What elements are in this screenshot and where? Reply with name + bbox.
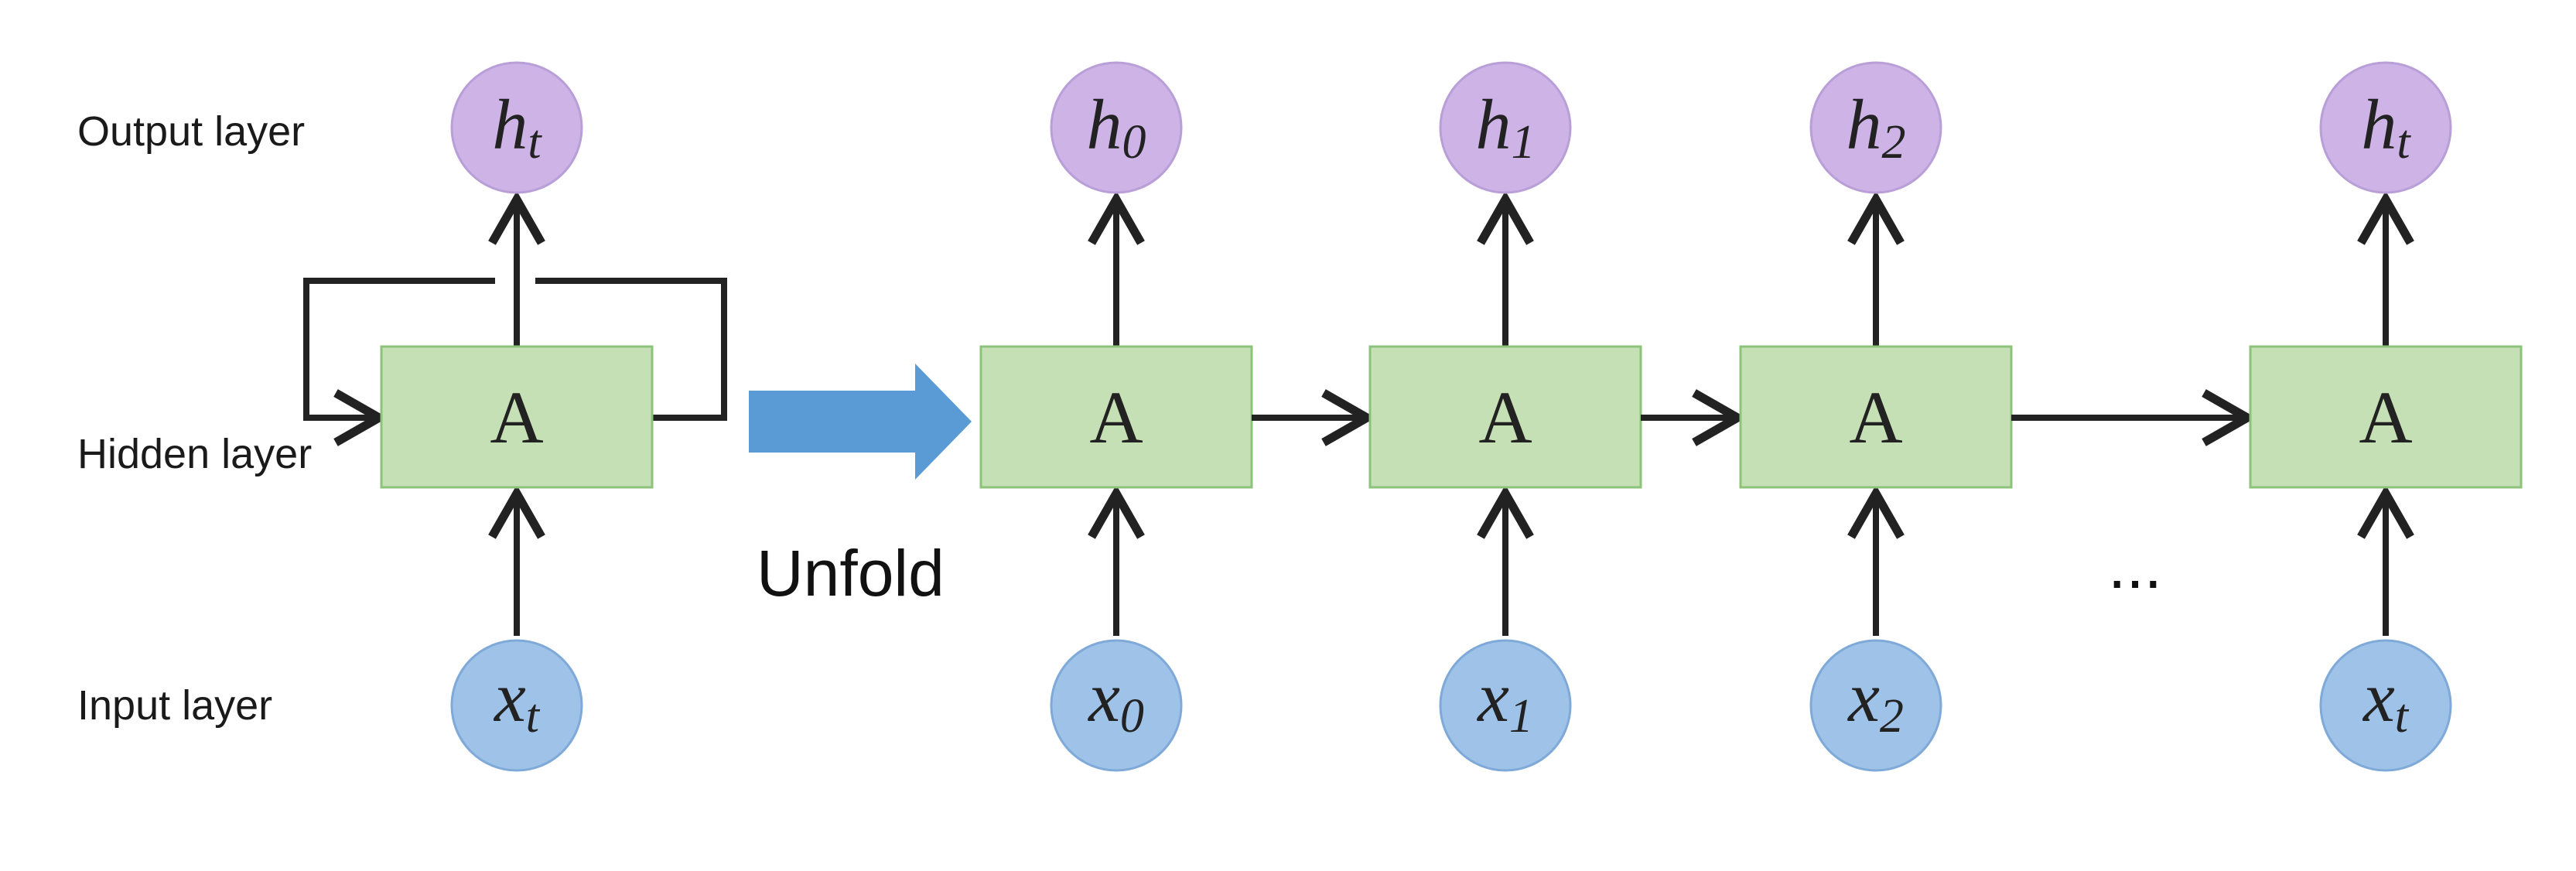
- folded-box-label: A: [490, 376, 543, 459]
- input-node-label: xt: [2362, 658, 2410, 743]
- input-node-label: x1: [1476, 658, 1533, 743]
- input-node: [1050, 639, 1183, 772]
- folded-rnn: A ht xt: [303, 61, 727, 772]
- output-node: [2319, 61, 2452, 194]
- folded-hidden-box: [380, 345, 654, 489]
- input-node: [1809, 639, 1942, 772]
- box-label: A: [1849, 376, 1902, 459]
- output-node: [1050, 61, 1183, 194]
- unfold-arrow-icon: [749, 364, 972, 480]
- hidden-box: [979, 345, 1253, 489]
- input-node: [2319, 639, 2452, 772]
- unrolled-rnn: Ah0 x0 Ah1 x1 Ah2 x2 Aht xt: [979, 61, 2523, 772]
- input-node: [1439, 639, 1572, 772]
- recurrent-loop-right: [535, 278, 727, 421]
- box-label: A: [2359, 376, 2412, 459]
- input-layer-label: Input layer: [77, 682, 272, 729]
- unrolled-cell-0: Ah0 x0: [979, 61, 1253, 772]
- output-node-label: h2: [1847, 85, 1906, 169]
- output-layer-label: Output layer: [77, 108, 305, 155]
- output-node-label: h0: [1087, 85, 1146, 169]
- unrolled-cell-3: Aht xt: [2249, 61, 2523, 772]
- output-node: [1809, 61, 1942, 194]
- hidden-layer-label: Hidden layer: [77, 431, 312, 477]
- box-label: A: [1478, 376, 1532, 459]
- unfold-label: Unfold: [757, 537, 945, 610]
- input-node-label: x0: [1087, 658, 1144, 743]
- recurrent-loop-left: [303, 278, 495, 446]
- folded-output-node-label: ht: [492, 85, 542, 169]
- hidden-box: [1368, 345, 1642, 489]
- ellipsis-label: ...: [2108, 529, 2162, 602]
- input-node-label: x2: [1847, 658, 1904, 743]
- folded-output-node: [450, 61, 583, 194]
- output-node: [1439, 61, 1572, 194]
- folded-input-node-label: xt: [493, 658, 541, 743]
- output-node-label: ht: [2361, 85, 2411, 169]
- unrolled-cell-2: Ah2 x2: [1739, 61, 2013, 772]
- hidden-box: [2249, 345, 2523, 489]
- box-label: A: [1089, 376, 1143, 459]
- output-node-label: h1: [1476, 85, 1536, 169]
- hidden-box: [1739, 345, 2013, 489]
- unrolled-cell-1: Ah1 x1: [1368, 61, 1642, 772]
- folded-input-node: [450, 639, 583, 772]
